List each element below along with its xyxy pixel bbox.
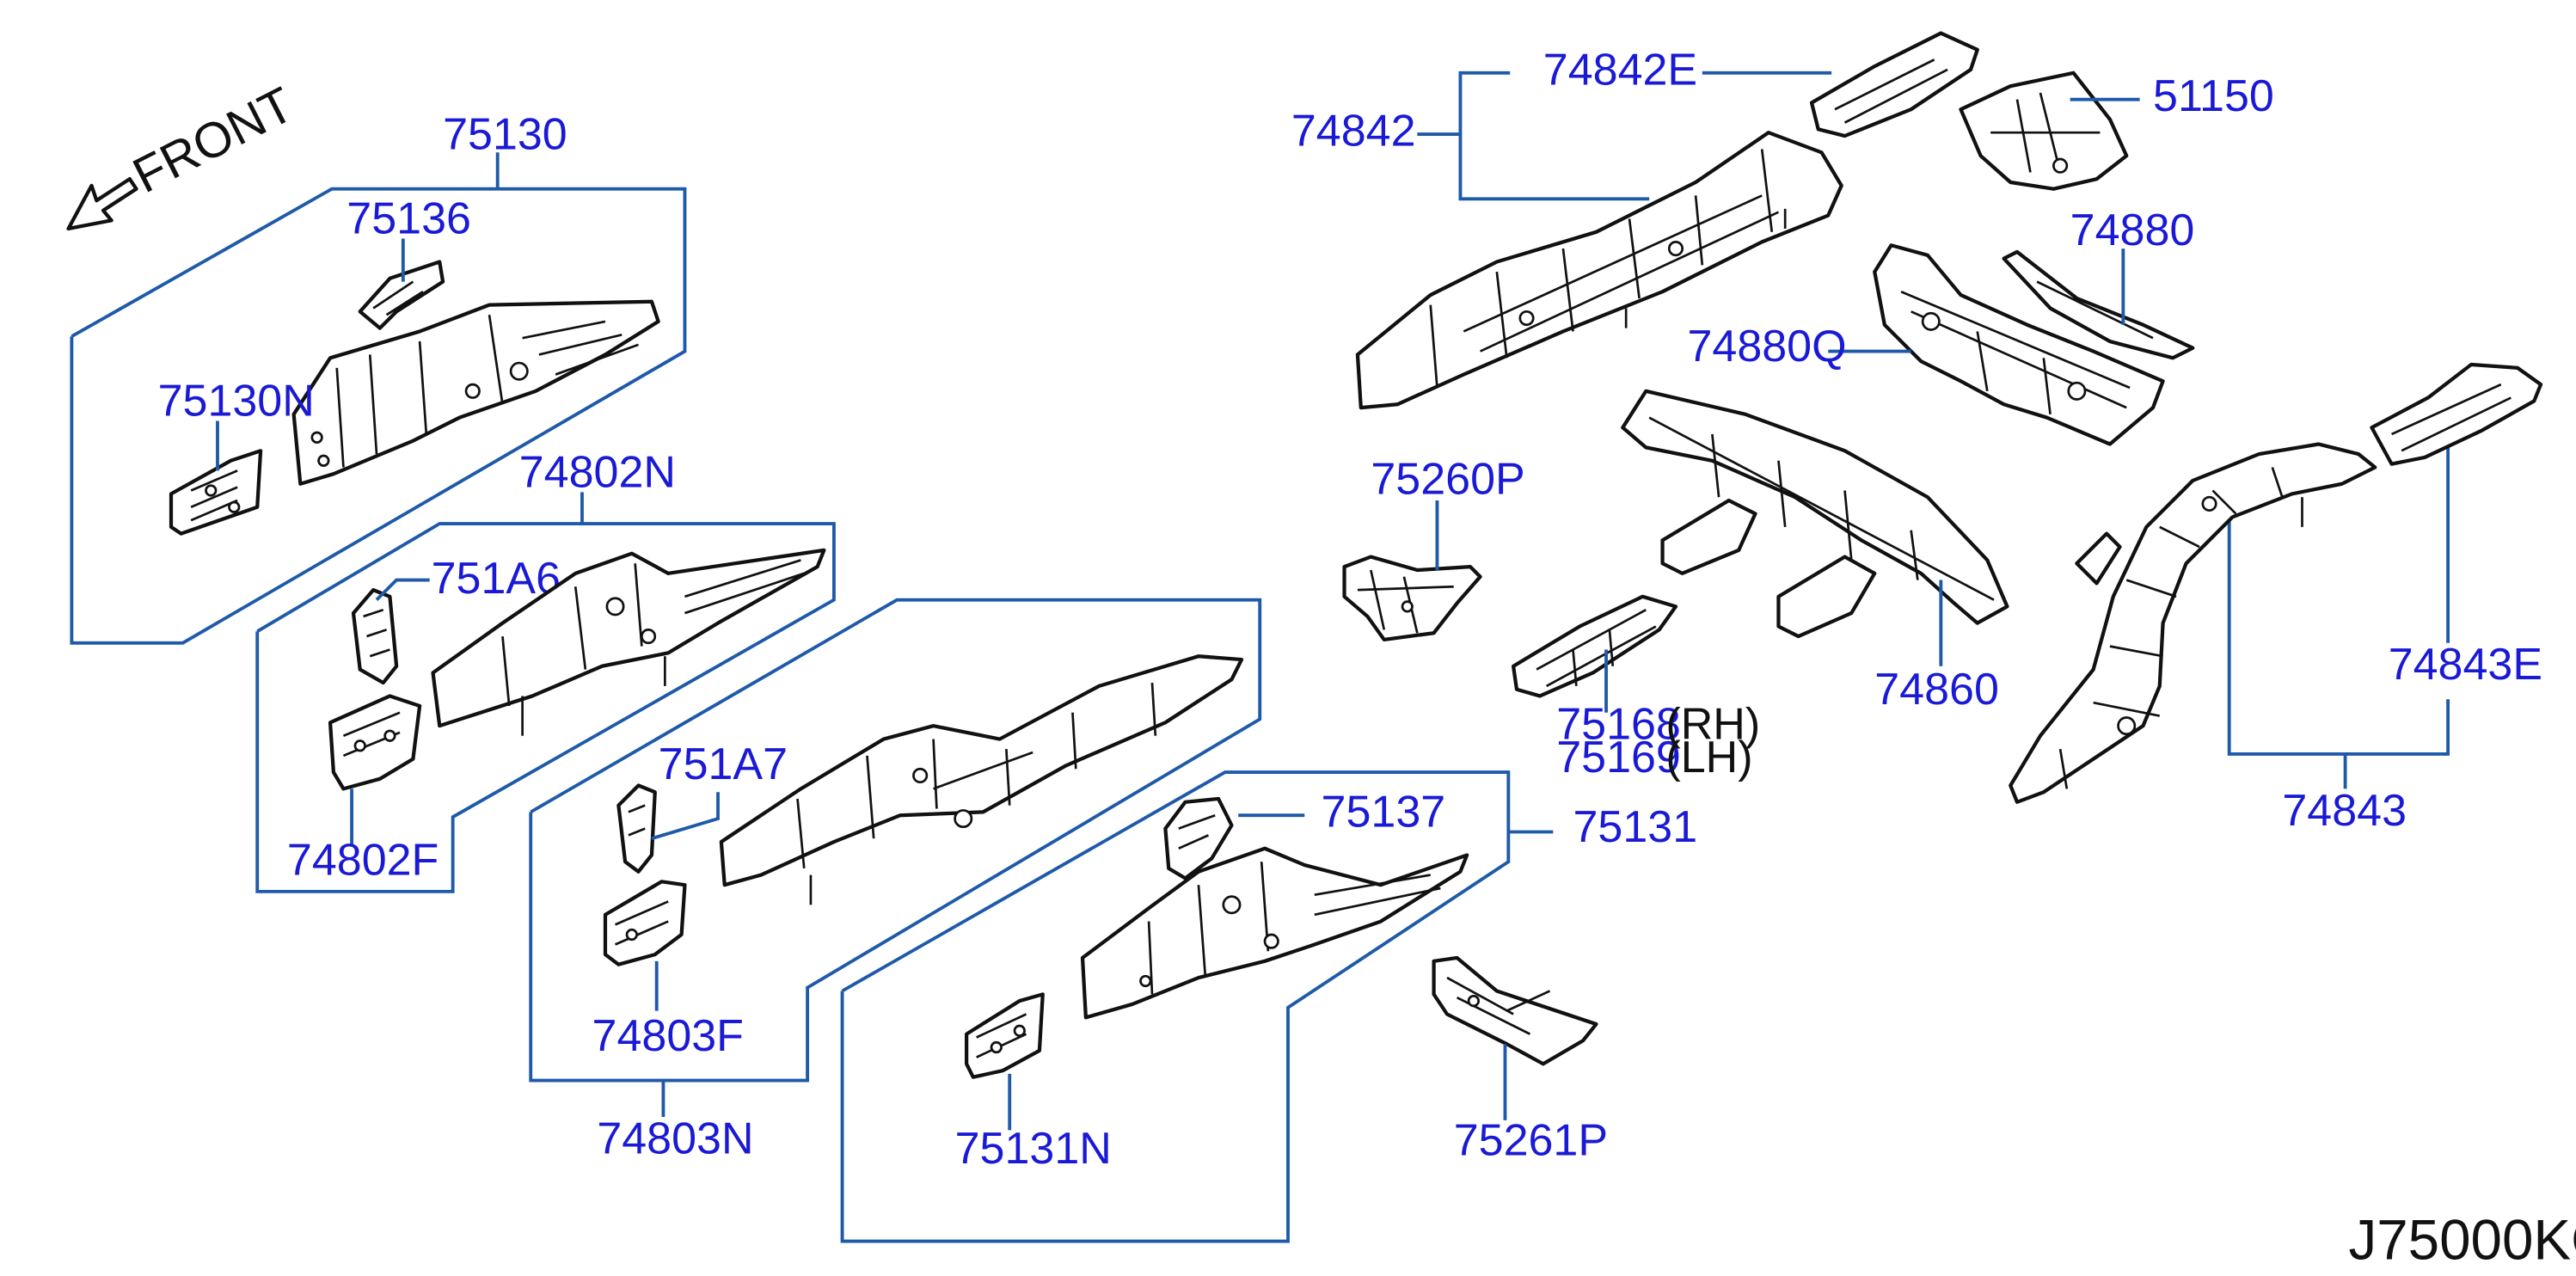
group-51150: 51150 (1959, 71, 2274, 191)
group-74860: 74860 (1621, 389, 2009, 715)
part-75261P[interactable] (1432, 955, 1598, 1066)
label-74802F[interactable]: 74802F (287, 836, 439, 886)
part-74843E[interactable] (2370, 362, 2543, 466)
part-74860[interactable] (1621, 389, 2009, 625)
label-74843E[interactable]: 74843E (2389, 640, 2542, 690)
label-74842E[interactable]: 74842E (1543, 45, 1697, 95)
part-75260P[interactable] (1342, 555, 1482, 642)
label-75130[interactable]: 75130 (443, 109, 567, 159)
drawing-code: J75000KG (2348, 1209, 2576, 1272)
group-75168-75169: 75168 75169 (RH) (LH) (1511, 594, 1760, 782)
group-74842: 74842 74842E (1291, 31, 1979, 410)
label-75260P[interactable]: 75260P (1371, 454, 1524, 504)
label-74803F[interactable]: 74803F (592, 1011, 744, 1061)
label-74880Q[interactable]: 74880Q (1687, 322, 1846, 371)
front-label: FRONT (125, 77, 302, 204)
label-74802N[interactable]: 74802N (519, 448, 676, 498)
label-75136[interactable]: 75136 (347, 194, 471, 244)
group-74843: 74843 74843E (2009, 362, 2543, 836)
group-75130: 75130 75136 75130N (70, 109, 687, 645)
label-51150[interactable]: 51150 (2153, 71, 2274, 121)
part-51150[interactable] (1959, 71, 2129, 191)
group-75131: 75131 75137 75131N (840, 770, 1697, 1243)
label-rh: (RH) (1665, 700, 1760, 750)
part-75136[interactable] (358, 260, 445, 330)
group-74802N: 74802N 751A6 74802F (255, 448, 836, 893)
part-751A6[interactable] (351, 587, 399, 685)
group-74880: 74880 74880Q (1687, 206, 2195, 446)
label-75131[interactable]: 75131 (1573, 802, 1697, 852)
label-75261P[interactable]: 75261P (1454, 1115, 1608, 1165)
label-74860[interactable]: 74860 (1874, 665, 1999, 715)
part-74802N-rail[interactable] (431, 548, 826, 728)
front-indicator: FRONT (66, 77, 302, 231)
label-74803N[interactable]: 74803N (597, 1113, 753, 1163)
group-75260P: 75260P (1342, 454, 1525, 642)
part-751A7[interactable] (616, 783, 657, 874)
label-lh: (LH) (1665, 733, 1752, 782)
label-75168[interactable]: 75168 (1556, 700, 1681, 750)
label-75169[interactable]: 75169 (1556, 733, 1681, 782)
part-74842E[interactable] (1809, 31, 1979, 138)
front-arrow-icon (66, 177, 138, 231)
label-75131N[interactable]: 75131N (955, 1124, 1112, 1174)
group-75261P: 75261P (1432, 955, 1608, 1165)
part-75131-rail[interactable] (1080, 846, 1469, 1020)
label-75130N[interactable]: 75130N (158, 377, 315, 426)
label-751A7[interactable]: 751A7 (659, 739, 788, 789)
label-74880[interactable]: 74880 (2070, 206, 2195, 255)
part-75168[interactable] (1511, 594, 1678, 698)
label-74842[interactable]: 74842 (1291, 107, 1416, 156)
part-74843-rail[interactable] (2009, 442, 2377, 804)
group-74803N: 74803N 751A7 74803F (529, 598, 1262, 1163)
label-751A6[interactable]: 751A6 (432, 554, 561, 604)
label-74843[interactable]: 74843 (2282, 786, 2407, 836)
part-74880Q[interactable] (1873, 243, 2165, 446)
label-75137[interactable]: 75137 (1322, 788, 1446, 837)
part-74880[interactable] (2002, 249, 2195, 360)
